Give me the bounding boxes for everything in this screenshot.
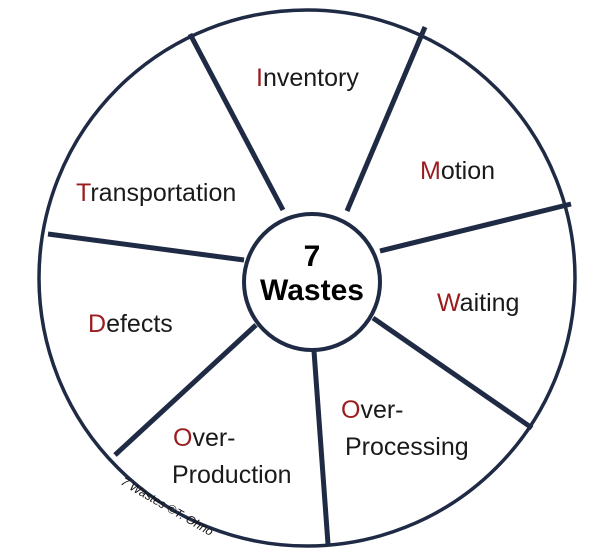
spoke-motion-waiting <box>379 201 572 254</box>
segment-label-over-processing: Over- <box>341 396 404 424</box>
segment-label-motion: Motion <box>420 157 495 185</box>
segment-label-transportation: Transportation <box>76 179 236 207</box>
hub-title-line2: Wastes <box>260 274 364 307</box>
spokes <box>47 26 572 545</box>
segment-label-over-production-line2: Production <box>172 461 292 489</box>
spoke-defects-transportation <box>47 231 245 263</box>
segment-label-over-processing-line2: Processing <box>345 433 469 461</box>
segment-label-over-production: Over- <box>173 424 236 452</box>
spoke-overprocessing-overproduction <box>311 350 331 545</box>
spoke-overproduction-defects <box>113 323 258 457</box>
segment-label-defects: Defects <box>88 310 173 338</box>
spoke-waiting-overprocessing <box>371 315 534 431</box>
segment-label-inventory: Inventory <box>256 64 359 92</box>
spoke-inventory-motion <box>344 26 428 212</box>
hub-title-line1: 7 <box>304 240 321 273</box>
segment-label-waiting: Waiting <box>437 289 519 317</box>
spoke-transportation-inventory <box>187 32 286 212</box>
hub-circle <box>242 212 382 352</box>
